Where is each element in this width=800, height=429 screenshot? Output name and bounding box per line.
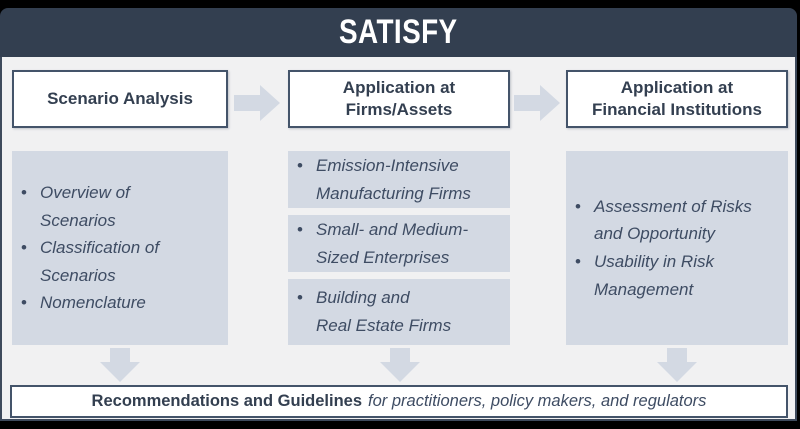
arrow-down-icon <box>100 348 140 382</box>
content-box-sme: Small- and Medium- Sized Enterprises <box>288 215 510 272</box>
content-box-emission-intensive: Emission-Intensive Manufacturing Firms <box>288 151 510 208</box>
arrow-right-icon <box>514 85 560 121</box>
content-box-scenario-analysis: Overview of Scenarios Classification of … <box>12 151 228 345</box>
bullet-list: Assessment of Risks and Opportunity Usab… <box>566 193 788 303</box>
column-header-firms-assets: Application at Firms/Assets <box>288 70 510 128</box>
content-box-financial-institutions: Assessment of Risks and Opportunity Usab… <box>566 151 788 345</box>
diagram-title: SATISFY <box>339 13 458 51</box>
list-item: Assessment of Risks and Opportunity <box>566 193 788 248</box>
footer-recommendations-bar: Recommendations and Guidelines for pract… <box>10 385 788 418</box>
list-item: Classification of Scenarios <box>12 234 228 289</box>
footer-italic-text: for practitioners, policy makers, and re… <box>368 392 707 410</box>
footer-bold-text: Recommendations and Guidelines <box>91 392 363 410</box>
list-item: Usability in Risk Management <box>566 248 788 303</box>
arrow-down-icon <box>380 348 420 382</box>
list-item: Emission-Intensive Manufacturing Firms <box>288 152 510 207</box>
list-item: Small- and Medium- Sized Enterprises <box>288 216 510 271</box>
column-header-scenario-analysis: Scenario Analysis <box>12 70 228 128</box>
arrow-down-icon <box>657 348 697 382</box>
list-item: Building and Real Estate Firms <box>288 284 510 339</box>
arrow-right-icon <box>234 85 280 121</box>
content-box-real-estate: Building and Real Estate Firms <box>288 279 510 345</box>
title-bar: SATISFY <box>0 8 797 57</box>
bullet-list: Overview of Scenarios Classification of … <box>12 179 228 317</box>
list-item: Nomenclature <box>12 289 228 317</box>
column-header-financial-institutions: Application at Financial Institutions <box>566 70 788 128</box>
list-item: Overview of Scenarios <box>12 179 228 234</box>
